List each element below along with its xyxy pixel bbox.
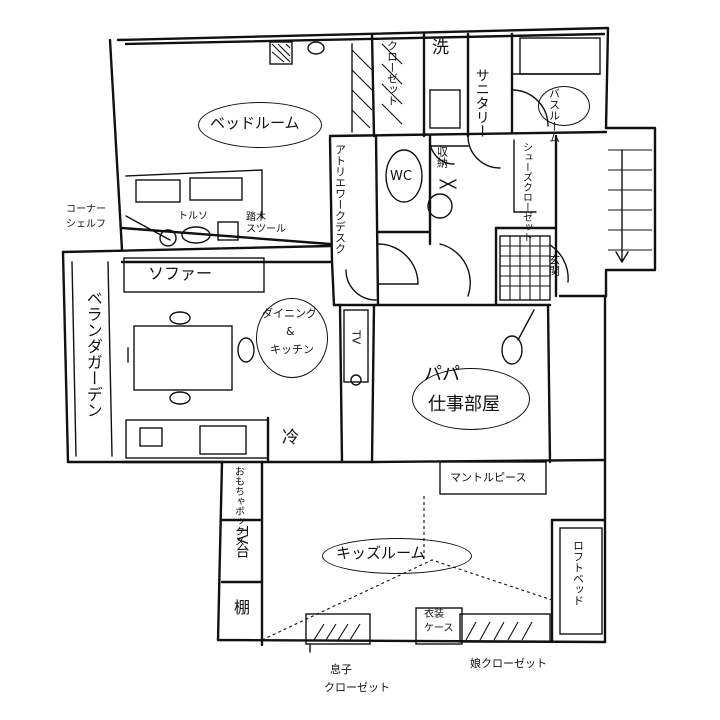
papa-office-label-2: 仕事部屋 [428, 394, 500, 415]
entrance-label: 玄関 [547, 254, 561, 276]
loft-bed-label: ロフトベッド [571, 540, 585, 606]
dining-kitchen-label-2: キッチン [270, 343, 314, 356]
veranda-garden-label: ベランダガーデン [83, 290, 103, 418]
dining-table [127, 311, 255, 405]
corner-shelf-label-2: シェルフ [66, 219, 106, 230]
entrance-floor [499, 235, 551, 301]
tv-unit [343, 309, 369, 386]
dining-kitchen-label-amp: & [286, 325, 295, 338]
kids-room-oval [322, 538, 472, 574]
papa-office-label-1: パパ [424, 364, 460, 385]
wash-label: 洗 [432, 38, 449, 58]
tv-stand-label: TV台 [233, 526, 250, 559]
outer-walls [61, 26, 657, 644]
mantelpiece-label: マントルピース [450, 471, 527, 484]
daughter-closet [415, 607, 551, 645]
loft-bed [559, 527, 603, 635]
veranda [71, 261, 113, 457]
guitar [501, 309, 535, 365]
mantelpiece [439, 461, 547, 495]
shoe-closet [513, 139, 537, 213]
papa-office-oval [412, 368, 530, 430]
shelf-label: 棚 [234, 598, 251, 617]
son-closet-label-2: クローゼット [324, 681, 390, 694]
bedroom-label-oval [198, 102, 322, 148]
staircase [608, 149, 652, 264]
clothes-case-label-1: 衣装 [424, 609, 444, 620]
washbasin [427, 145, 469, 219]
bedroom-closets [351, 43, 403, 133]
stool-label-1: 踏木 [246, 212, 266, 223]
corner-shelf [125, 215, 177, 247]
bathroom-label-oval [538, 86, 590, 126]
son-closet [305, 613, 371, 653]
kitchen-counter [125, 419, 269, 459]
bedroom-label: ベッドルーム [210, 114, 300, 132]
stool [217, 221, 239, 241]
tv-label-dining: TV [349, 330, 363, 345]
atelier-desk-label: アトリエワークデスク [333, 144, 347, 254]
dining-kitchen-oval [256, 298, 328, 378]
doors [345, 135, 569, 301]
clothes-case-label-2: ケース [424, 623, 454, 634]
bed [125, 169, 263, 219]
toy-box-label: おもちゃボックス [232, 466, 244, 546]
kids-room-label: キッズルーム [336, 544, 426, 562]
sofa-label: ソファー [148, 264, 213, 283]
dining-kitchen-label-1: ダイニング [262, 307, 317, 320]
bedroom-lamps [269, 41, 325, 65]
bathroom-label: バスルーム [547, 88, 561, 143]
sanitary-label: サニタリー [473, 68, 490, 138]
torso-label: トルソ [178, 211, 208, 222]
stool-label-2: スツール [246, 224, 286, 235]
storage-label: 収納 [435, 146, 449, 168]
toilet [385, 149, 423, 203]
daughter-closet-label: 娘クローゼット [470, 657, 547, 670]
corner-shelf-label-1: コーナー [66, 204, 106, 215]
interior-walls [120, 32, 608, 647]
closet-label-bedroom: クローゼット [385, 40, 399, 106]
wc-label: WC [390, 169, 412, 184]
son-closet-label-1: 息子 [330, 663, 352, 676]
shoe-closet-label: シューズクローゼット [520, 142, 532, 242]
torso [181, 226, 211, 244]
fridge-label: 冷 [282, 428, 299, 448]
sofa [123, 257, 265, 293]
